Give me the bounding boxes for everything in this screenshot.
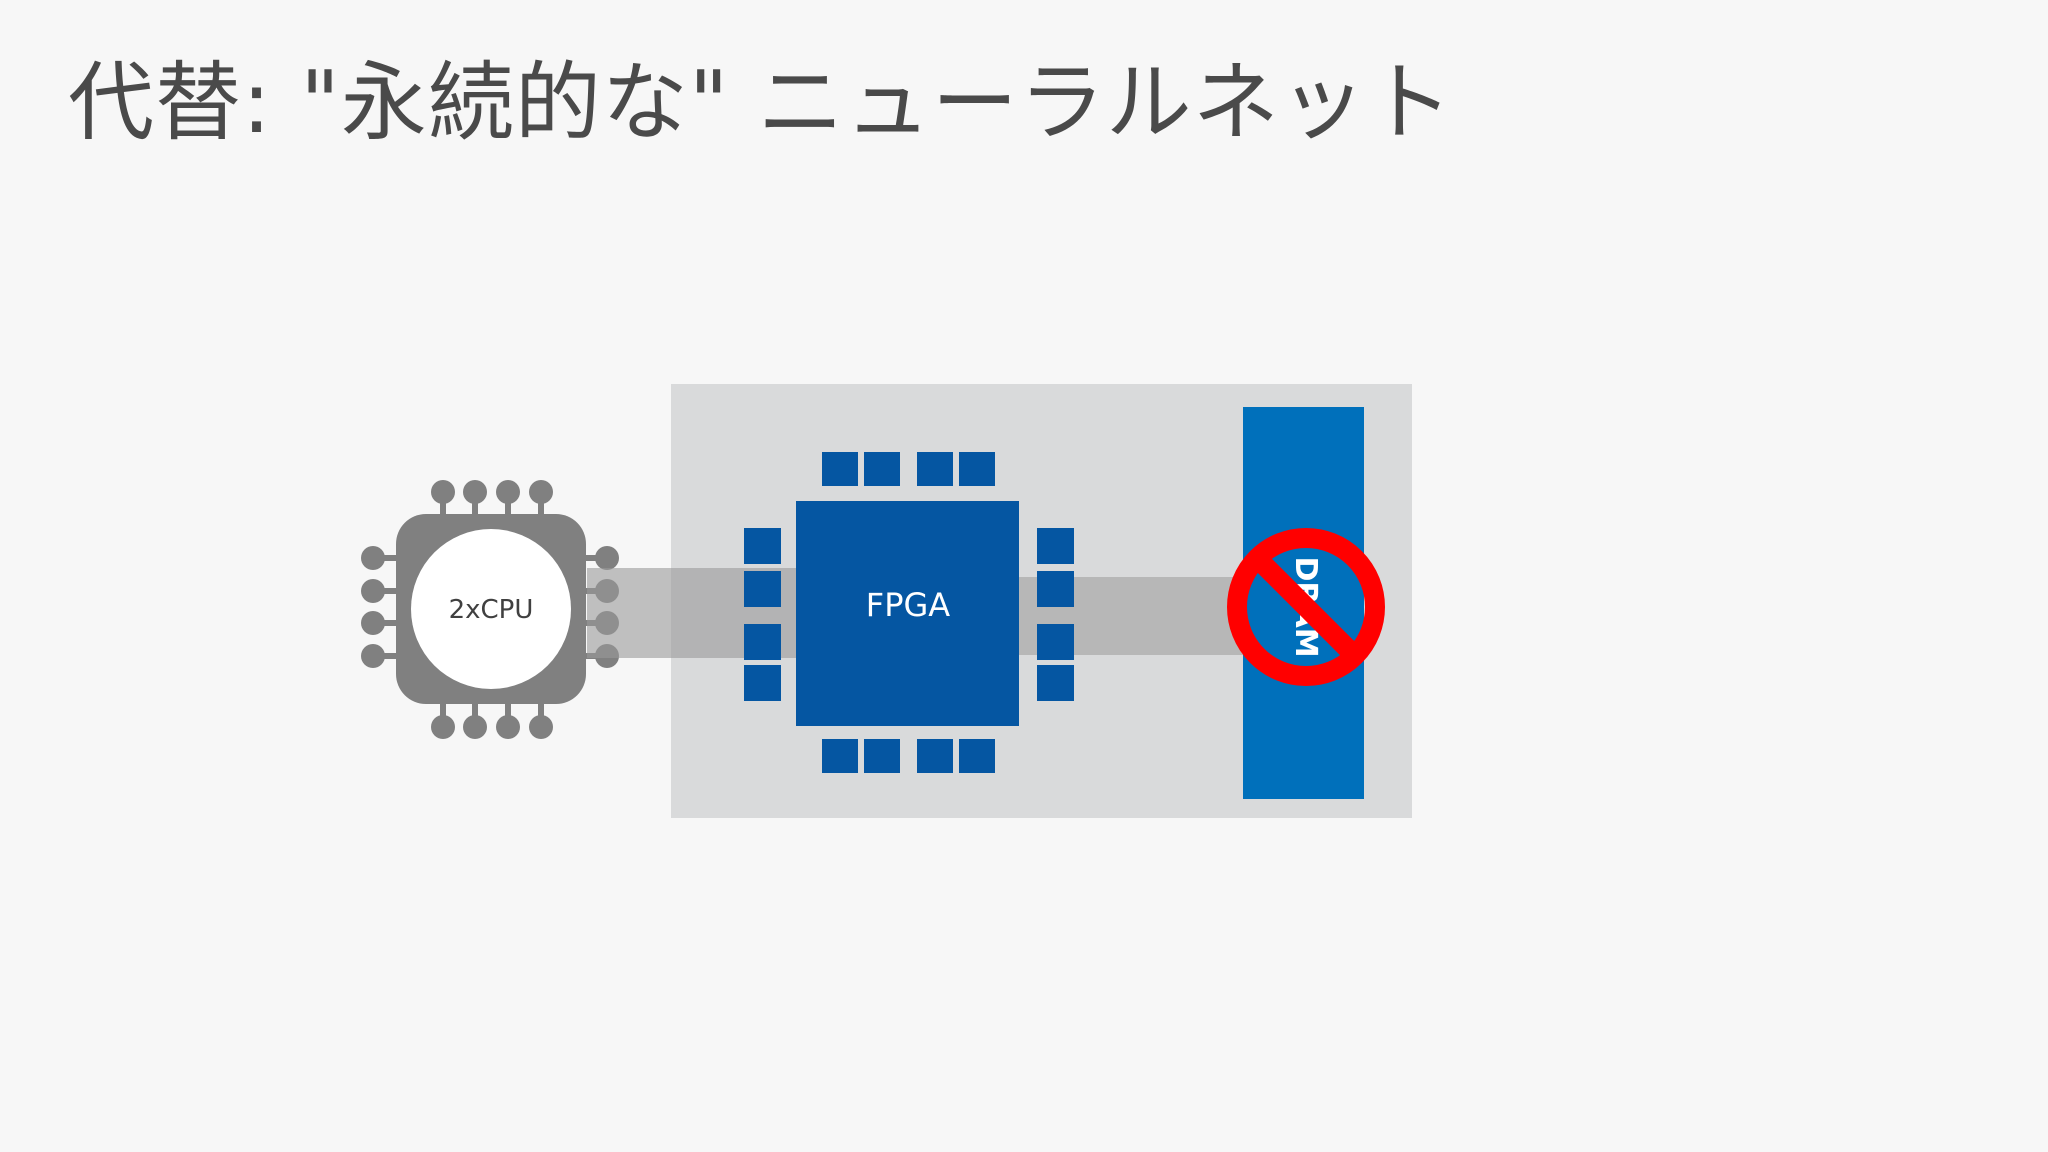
cpu-chip: [361, 480, 619, 739]
fpga-chip: [796, 501, 1019, 726]
fpga-label: FPGA: [866, 586, 951, 624]
cpu-pins-left: [361, 546, 400, 668]
cpu-core: [411, 529, 571, 689]
cpu-pins-bottom: [431, 700, 553, 739]
prohibited-icon: [1227, 528, 1385, 686]
fpga-pads: [744, 452, 1074, 773]
slide-title: 代替: "永続的な" ニューラルネット: [68, 53, 1454, 153]
cpu-label: 2xCPU: [449, 595, 534, 625]
cpu-pins-top: [431, 480, 553, 517]
